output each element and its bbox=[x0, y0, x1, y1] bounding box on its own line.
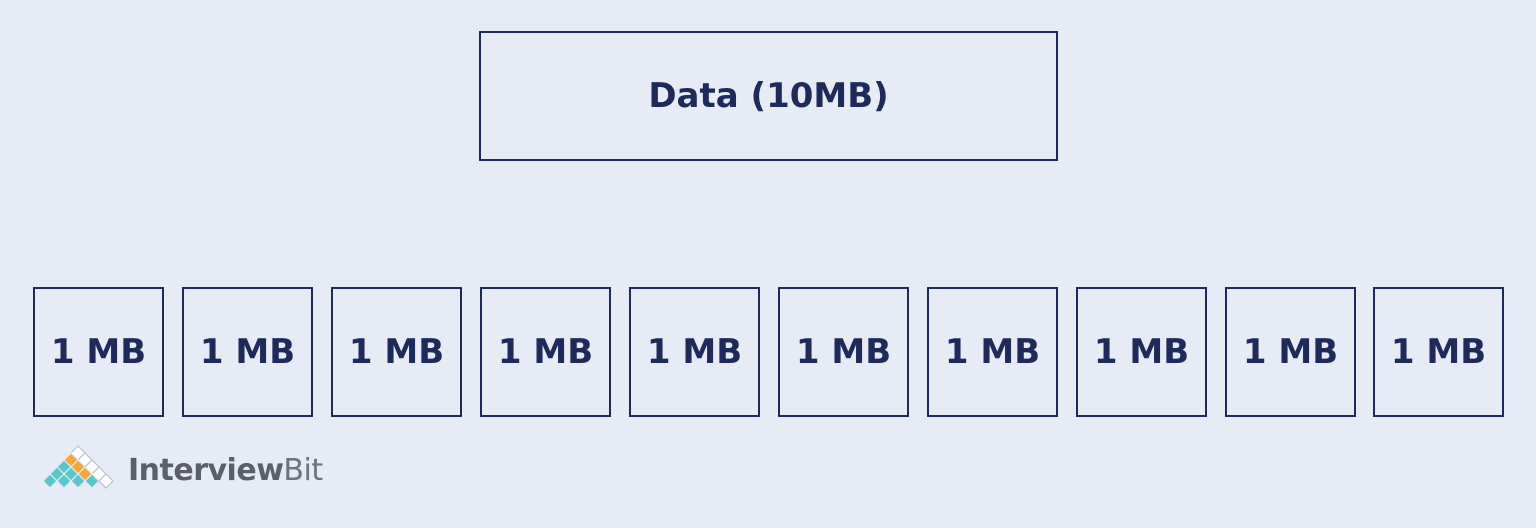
data-box-label: Data (10MB) bbox=[648, 76, 889, 116]
chunk-row: 1 MB 1 MB 1 MB 1 MB 1 MB 1 MB 1 MB 1 MB … bbox=[33, 287, 1504, 417]
logo-wordmark: InterviewBit bbox=[128, 453, 323, 488]
chunk-box: 1 MB bbox=[182, 287, 313, 417]
chunk-box: 1 MB bbox=[778, 287, 909, 417]
diamond-grid-icon bbox=[42, 445, 114, 489]
chunk-label: 1 MB bbox=[646, 332, 743, 372]
chunk-label: 1 MB bbox=[199, 332, 296, 372]
chunk-box: 1 MB bbox=[1225, 287, 1356, 417]
logo-wordmark-part2: Bit bbox=[283, 452, 323, 488]
chunk-box: 1 MB bbox=[1373, 287, 1504, 417]
chunk-box: 1 MB bbox=[480, 287, 611, 417]
chunk-box: 1 MB bbox=[927, 287, 1058, 417]
chunk-label: 1 MB bbox=[1242, 332, 1339, 372]
chunk-label: 1 MB bbox=[795, 332, 892, 372]
chunk-label: 1 MB bbox=[1093, 332, 1190, 372]
chunk-box: 1 MB bbox=[1076, 287, 1207, 417]
data-box: Data (10MB) bbox=[479, 31, 1058, 161]
logo-wordmark-part1: Interview bbox=[128, 452, 284, 488]
chunk-label: 1 MB bbox=[348, 332, 445, 372]
chunk-box: 1 MB bbox=[33, 287, 164, 417]
chunk-label: 1 MB bbox=[1390, 332, 1487, 372]
chunk-label: 1 MB bbox=[497, 332, 594, 372]
chunk-box: 1 MB bbox=[629, 287, 760, 417]
chunk-label: 1 MB bbox=[50, 332, 147, 372]
interviewbit-logo: InterviewBit bbox=[38, 444, 323, 496]
chunk-box: 1 MB bbox=[331, 287, 462, 417]
chunk-label: 1 MB bbox=[944, 332, 1041, 372]
